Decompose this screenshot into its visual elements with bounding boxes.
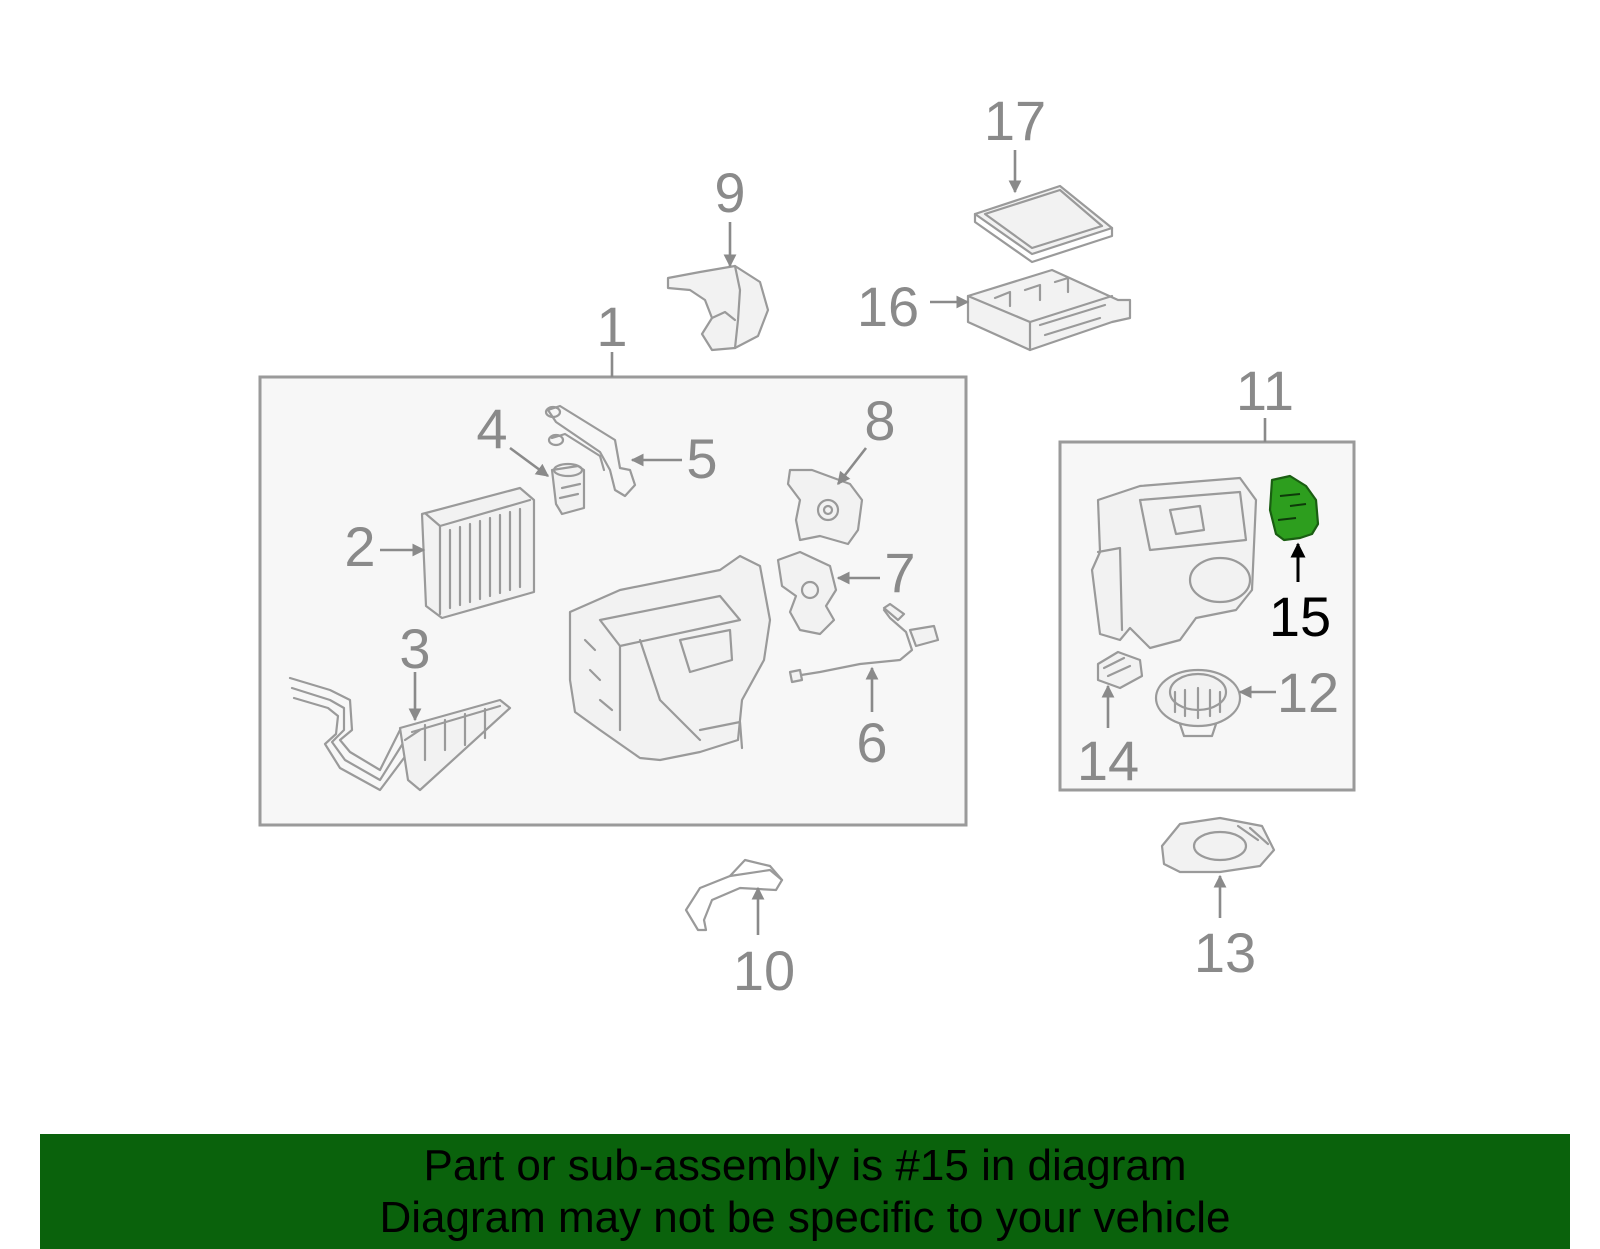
callout-3: 3 xyxy=(399,617,430,680)
part-16-filter-housing[interactable] xyxy=(966,268,1132,352)
part-11-blower-case[interactable] xyxy=(1090,476,1258,650)
part-14-resistor[interactable] xyxy=(1096,650,1144,690)
callout-15-highlighted: 15 xyxy=(1269,585,1331,648)
part-hvac-case[interactable] xyxy=(568,554,772,762)
part-5-tubes[interactable] xyxy=(544,404,637,498)
part-6-harness[interactable] xyxy=(788,602,940,684)
callout-2: 2 xyxy=(344,515,375,578)
part-7-actuator[interactable] xyxy=(776,550,838,636)
part-9-duct[interactable] xyxy=(666,264,770,352)
leader-4 xyxy=(509,446,550,478)
callout-10: 10 xyxy=(733,939,795,1002)
callout-5: 5 xyxy=(686,427,717,490)
banner-line-part-info: Part or sub-assembly is #15 in diagram xyxy=(423,1140,1187,1190)
info-banner: Part or sub-assembly is #15 in diagram D… xyxy=(40,1134,1570,1249)
leader-8 xyxy=(836,447,868,486)
banner-line-disclaimer: Diagram may not be specific to your vehi… xyxy=(379,1192,1231,1242)
part-4-expansion-valve[interactable] xyxy=(550,462,586,516)
callout-4: 4 xyxy=(476,397,507,460)
part-13-blower-lower-case[interactable] xyxy=(1160,816,1276,874)
part-3-heater-core[interactable] xyxy=(288,676,512,792)
callout-17: 17 xyxy=(984,89,1046,152)
callout-16: 16 xyxy=(857,275,919,338)
callout-12: 12 xyxy=(1277,661,1339,724)
callout-7: 7 xyxy=(884,541,915,604)
part-15-actuator-highlighted[interactable] xyxy=(1268,474,1320,542)
callout-11: 11 xyxy=(1236,359,1294,422)
callout-1: 1 xyxy=(596,295,627,358)
callout-6: 6 xyxy=(856,711,887,774)
callout-8: 8 xyxy=(864,389,895,452)
callout-9: 9 xyxy=(714,161,745,224)
callout-13: 13 xyxy=(1194,921,1256,984)
part-17-filter[interactable] xyxy=(973,184,1114,264)
part-2-evaporator[interactable] xyxy=(420,486,536,620)
part-10-hose[interactable] xyxy=(684,858,784,932)
callout-14: 14 xyxy=(1077,729,1139,792)
